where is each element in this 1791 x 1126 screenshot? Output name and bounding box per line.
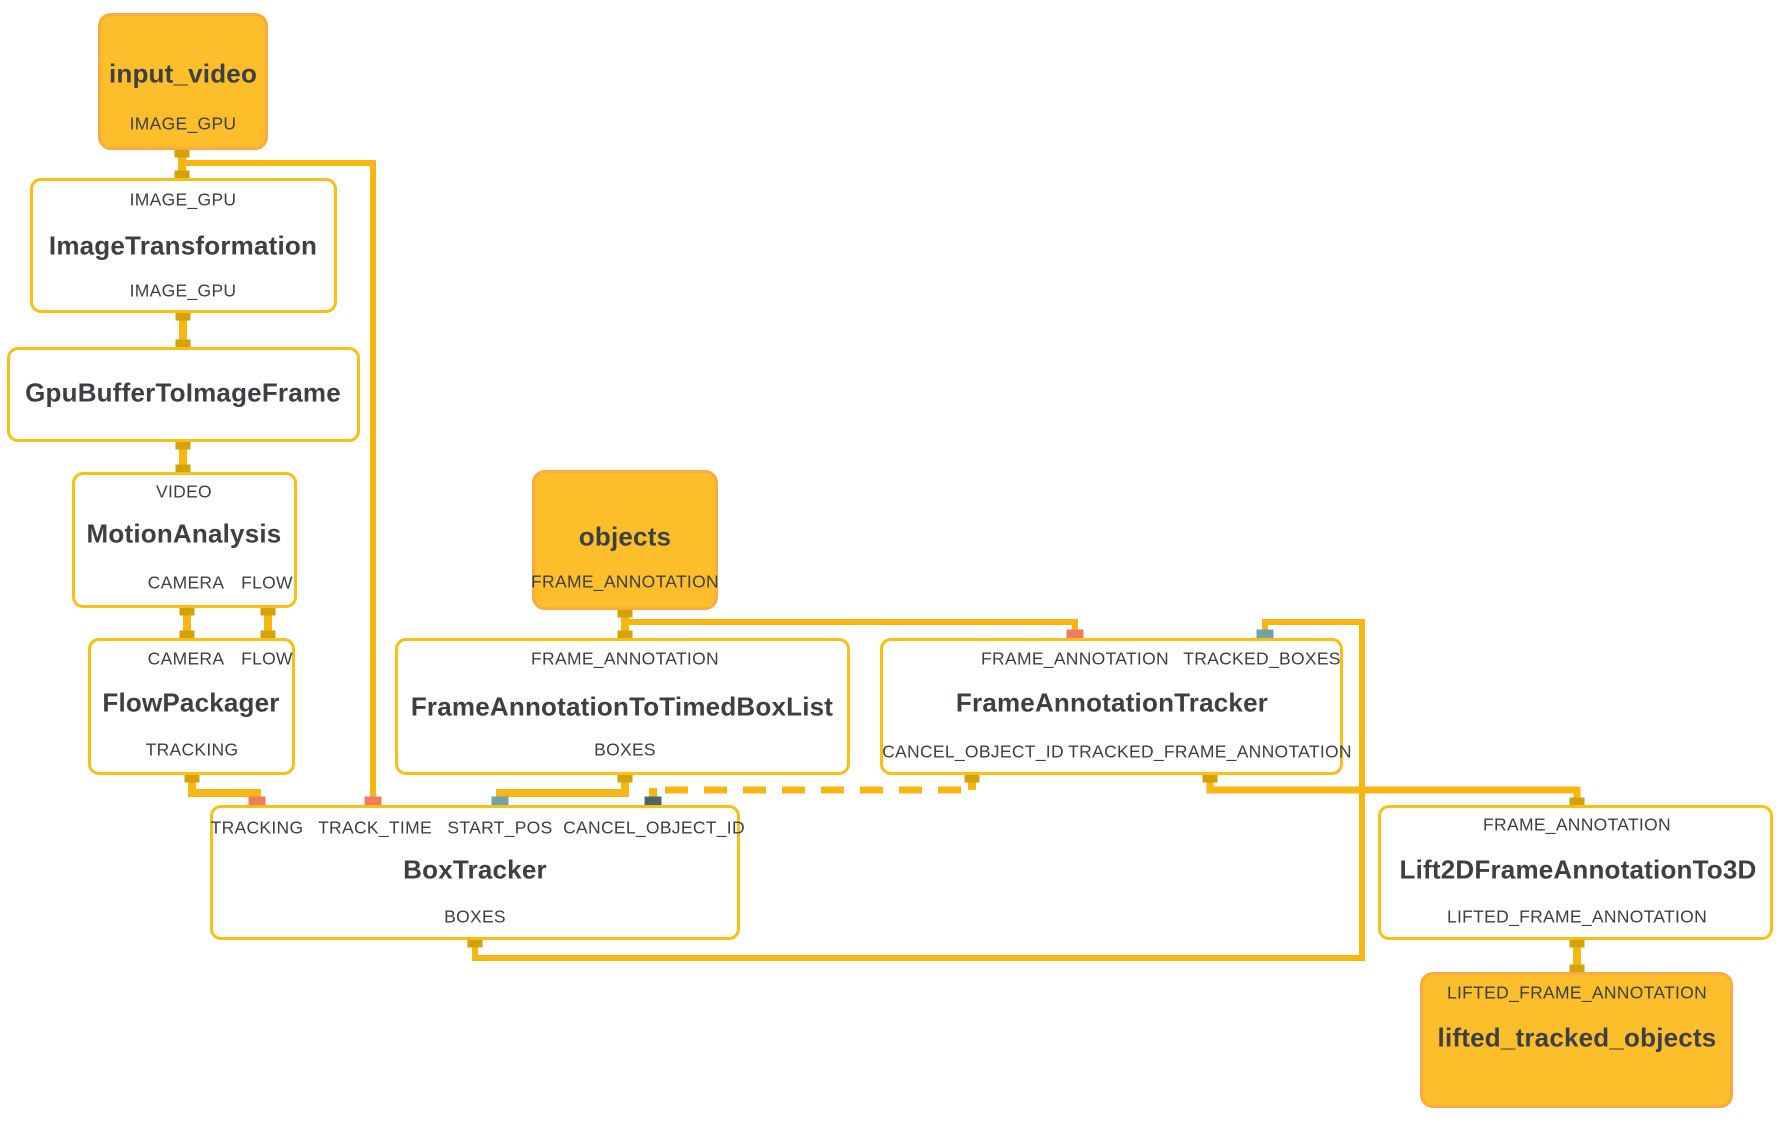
node-input-video[interactable] <box>98 13 268 150</box>
port-label: TRACKING <box>145 739 239 760</box>
node-objects[interactable] <box>532 470 718 610</box>
port-label: CAMERA <box>147 648 225 669</box>
node-lifted-tracked-objects[interactable] <box>1420 972 1733 1108</box>
port-label: FRAME_ANNOTATION <box>531 648 719 669</box>
node-title: objects <box>578 521 672 552</box>
port-label: CANCEL_OBJECT_ID <box>563 817 745 838</box>
edge-trackedframeannotation-to-lift2d <box>1206 775 1581 805</box>
node-title: BoxTracker <box>403 854 547 885</box>
edge-objects-to-frameannotationtracker <box>625 619 1078 638</box>
port-label: FRAME_ANNOTATION <box>1483 814 1671 835</box>
node-title: FlowPackager <box>102 687 280 718</box>
port-label: BOXES <box>444 906 506 927</box>
node-flow-packager[interactable] <box>88 638 295 775</box>
port-label: TRACKED_BOXES <box>1183 648 1341 669</box>
port-label: CAMERA <box>147 572 225 593</box>
port-label: FRAME_ANNOTATION <box>531 571 719 592</box>
port-label: IMAGE_GPU <box>129 189 237 210</box>
port-label: FLOW <box>241 648 293 669</box>
node-title: FrameAnnotationTracker <box>955 687 1269 718</box>
port-label: CANCEL_OBJECT_ID <box>882 741 1064 762</box>
node-title: FrameAnnotationToTimedBoxList <box>410 691 834 722</box>
port-label: LIFTED_FRAME_ANNOTATION <box>1446 906 1708 927</box>
port-label: TRACKING <box>210 817 304 838</box>
port-label: TRACKED_FRAME_ANNOTATION <box>1068 741 1352 762</box>
edge-inputvideo-to-boxtracker-tracktime <box>182 160 376 805</box>
port-label: FRAME_ANNOTATION <box>981 648 1169 669</box>
node-title: lifted_tracked_objects <box>1437 1022 1717 1053</box>
edge-boxtracker-boxes-to-trackedboxes <box>472 619 1365 961</box>
port-label: TRACK_TIME <box>318 817 432 838</box>
node-gpu-buffer-to-image-frame[interactable] <box>7 347 360 442</box>
port-label: VIDEO <box>156 481 212 502</box>
port-label: LIFTED_FRAME_ANNOTATION <box>1446 982 1708 1003</box>
node-title: ImageTransformation <box>48 230 318 261</box>
node-frame-annotation-tracker[interactable] <box>880 638 1343 775</box>
node-title: MotionAnalysis <box>86 518 282 549</box>
node-title: GpuBufferToImageFrame <box>25 377 341 408</box>
node-title: input_video <box>108 58 258 89</box>
edge-flowpackager-tracking-to-boxtracker <box>188 775 261 805</box>
node-title: Lift2DFrameAnnotationTo3D <box>1399 854 1757 885</box>
node-frame-annotation-to-timed-box-list[interactable] <box>395 638 850 775</box>
node-image-transformation[interactable] <box>30 178 337 313</box>
edge-timedboxlist-boxes-to-boxtracker-startpos <box>496 775 629 805</box>
node-motion-analysis[interactable] <box>72 472 297 608</box>
port-label: IMAGE_GPU <box>129 113 237 134</box>
port-label: FLOW <box>241 572 293 593</box>
node-box-tracker[interactable] <box>210 805 740 940</box>
port-label: IMAGE_GPU <box>129 280 237 301</box>
port-label: START_POS <box>447 817 553 838</box>
port-label: BOXES <box>594 739 656 760</box>
node-lift-2d-frame-annotation-to-3d[interactable] <box>1378 805 1773 940</box>
